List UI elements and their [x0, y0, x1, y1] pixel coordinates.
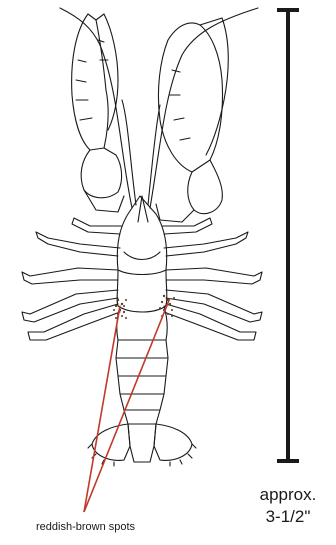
right-legs [162, 218, 262, 340]
right-antenna [150, 8, 258, 208]
left-legs [22, 218, 122, 340]
callout-line-right [84, 298, 170, 512]
spots-label: reddish-brown spots [36, 521, 135, 533]
scale-label-line1: approx. [248, 484, 328, 506]
callout-line-left [84, 306, 120, 512]
right-claw [156, 18, 228, 222]
carapace [117, 196, 167, 312]
callout-lines [84, 298, 170, 512]
left-claw [72, 14, 124, 212]
crayfish-drawing [22, 8, 262, 466]
scale-label: approx. 3-1/2" [248, 484, 328, 528]
scale-bar [277, 10, 299, 461]
scale-label-line2: 3-1/2" [248, 506, 328, 528]
